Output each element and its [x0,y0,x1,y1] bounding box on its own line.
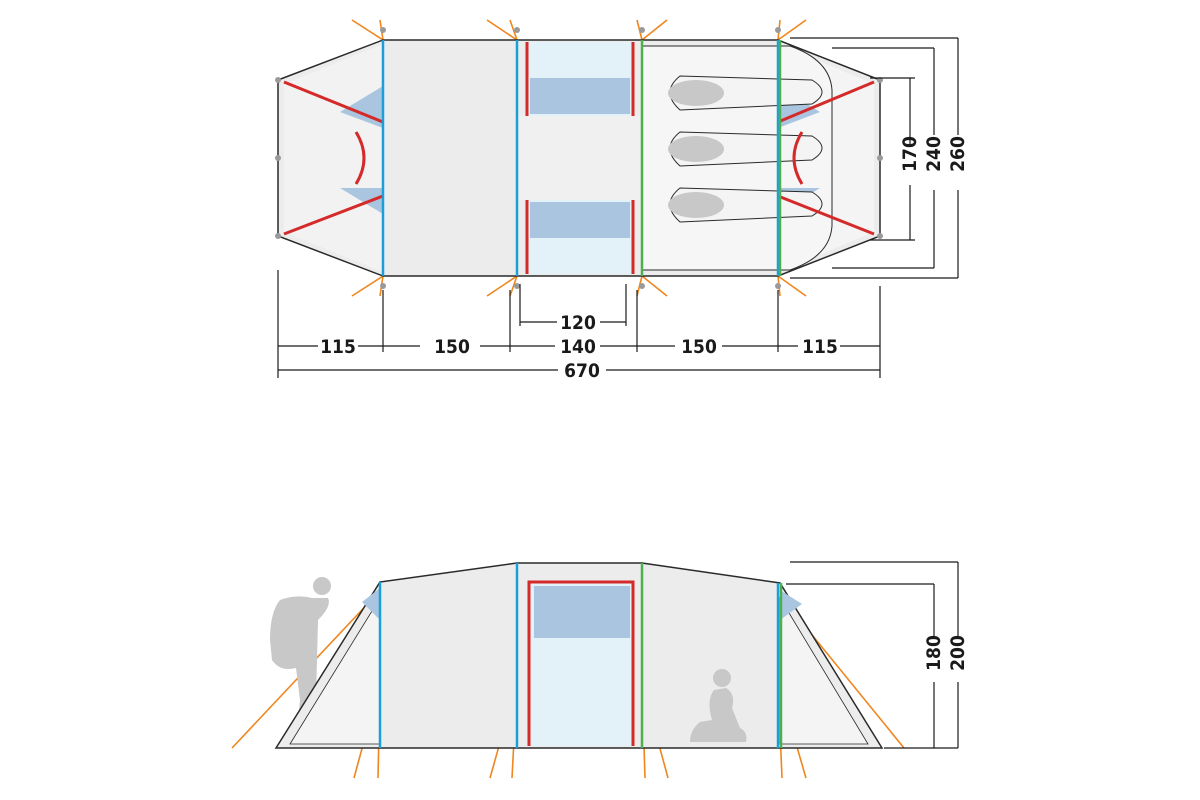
left-vent-bottom [340,188,383,214]
dim-240: 240 [923,136,945,172]
door-frame-red [527,580,635,746]
sleeping-bags [668,75,823,223]
door-window [534,586,630,638]
top-view: 115 150 140 150 115 120 670 170 240 260 [275,19,969,382]
window-poles-red [525,42,635,274]
dim-180: 180 [923,635,945,671]
side-vent-right [780,590,802,620]
window-bottom-pane [530,202,630,238]
arch-poles-side [378,563,783,748]
dim-260: 260 [947,136,969,172]
dim-115-left: 115 [320,336,356,358]
middle-connector [519,116,640,200]
person-sitting-figure [690,669,747,742]
dimension-lines-top-view [277,37,959,378]
side-vent-left [362,588,380,620]
dim-200: 200 [947,635,969,671]
pegs [275,27,883,289]
dim-140-center: 140 [560,336,596,358]
window-top-pane [530,78,630,114]
dim-total-670: 670 [564,360,600,382]
dimension-lines-side-view [786,561,959,749]
end-poles-red [283,80,875,236]
dim-115-right: 115 [802,336,838,358]
dim-150-left: 150 [434,336,470,358]
left-vestibule [284,44,383,272]
dim-150-right: 150 [681,336,717,358]
arch-poles [381,40,782,276]
dim-170: 170 [899,136,921,172]
tent-side-inner-right [779,596,869,745]
dim-window-120: 120 [560,312,596,334]
side-view: 180 200 [231,561,969,779]
